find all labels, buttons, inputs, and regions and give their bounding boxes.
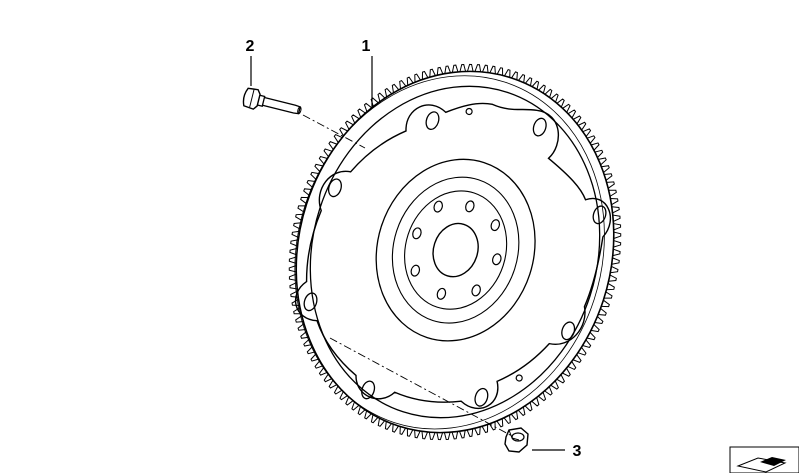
- callout-1: 1: [362, 38, 373, 108]
- hub-bolt-hole: [436, 287, 447, 300]
- flywheel-drive-plate: [288, 63, 622, 441]
- nut-facet: [508, 429, 520, 441]
- center-bore: [432, 222, 479, 278]
- callout-1-label: 1: [362, 38, 371, 55]
- hub-bolt-holes: [410, 200, 502, 300]
- lobe-hole: [561, 321, 576, 341]
- hub-bolt-hole: [490, 219, 501, 232]
- hub-outer-ring: [375, 158, 536, 342]
- bolt-head: [242, 87, 261, 110]
- ring-gear-back-edge: [294, 75, 605, 430]
- hub-bolt-hole: [471, 284, 481, 297]
- hub-bolt-hole: [410, 264, 421, 277]
- rivet-hole: [515, 374, 523, 382]
- parts-catalog-corner-icon: [729, 446, 799, 473]
- nut: [504, 427, 529, 453]
- lobe-hole: [474, 387, 489, 407]
- hub-middle-ring: [391, 176, 520, 324]
- lobe-hole: [425, 111, 440, 131]
- bolt-head-edge: [249, 89, 255, 108]
- bolt-tip: [297, 106, 302, 115]
- nut-body: [504, 427, 529, 453]
- callout-3-label: 3: [573, 443, 582, 460]
- ring-gear-tooth-path: [288, 63, 622, 441]
- lobe-hole: [361, 380, 376, 400]
- plate-lobed-outline: [294, 102, 612, 410]
- bolt-shank: [262, 96, 301, 115]
- callout-2: 2: [246, 38, 255, 86]
- rivet-hole: [465, 107, 473, 116]
- bolt: [242, 87, 302, 115]
- nut-axis-line: [329, 337, 513, 437]
- lobe-hole: [532, 117, 547, 137]
- callout-2-label: 2: [246, 38, 255, 55]
- hub-bolt-hole: [492, 253, 502, 266]
- hub-bolt-hole: [412, 227, 422, 240]
- callout-3: 3: [532, 443, 582, 460]
- lobe-hole: [592, 205, 607, 225]
- corner-icon-block: [760, 457, 786, 466]
- bolt-collar: [257, 94, 266, 107]
- bolt-axis-line: [302, 114, 366, 149]
- lobe-holes: [303, 111, 607, 407]
- lobe-hole: [303, 292, 318, 312]
- ring-gear-teeth: [288, 63, 622, 441]
- lobe-hole: [327, 178, 342, 198]
- hub-bolt-hole: [433, 200, 443, 213]
- hub-inner-ring: [404, 190, 508, 310]
- hub-bolt-hole: [465, 200, 475, 213]
